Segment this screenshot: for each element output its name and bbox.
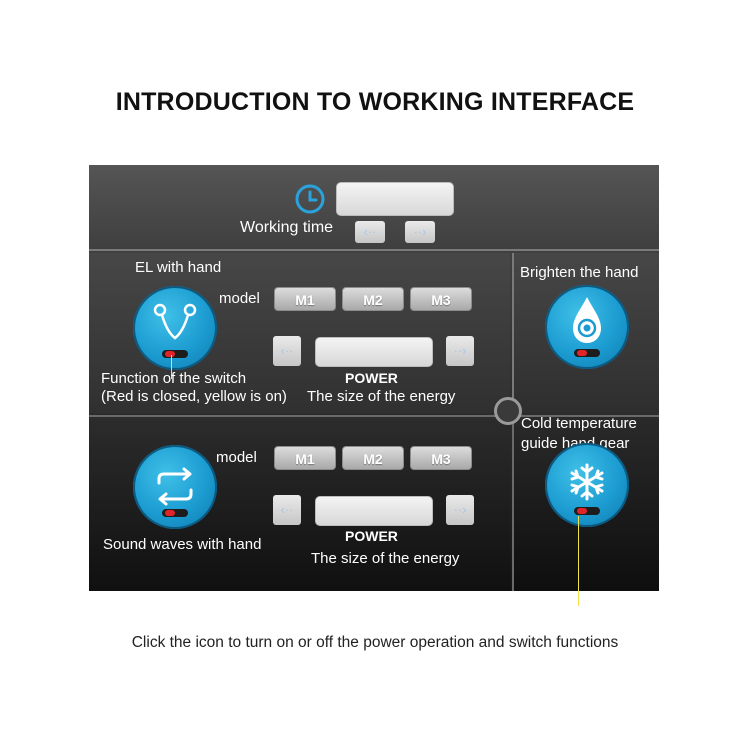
sound-power-label: POWER (345, 528, 398, 544)
page-title: INTRODUCTION TO WORKING INTERFACE (115, 88, 635, 116)
time-decrease-button[interactable]: ‹·· (355, 221, 385, 243)
el-power-display (315, 337, 433, 367)
sound-model-label: model (216, 449, 257, 466)
footer-note: Click the icon to turn on or off the pow… (131, 634, 619, 651)
cold-gear-button[interactable] (545, 443, 629, 527)
working-time-label: Working time (240, 219, 334, 236)
cycle-arrows-icon (157, 467, 193, 506)
cold-callout-line (578, 516, 579, 606)
el-section-label: EL with hand (135, 259, 222, 276)
sound-power-decrease-button[interactable]: ‹·· (273, 495, 301, 525)
sound-mode-m3-button[interactable]: M3 (410, 446, 472, 470)
snowflake-icon (570, 463, 604, 501)
brighten-hand-button[interactable] (545, 285, 629, 369)
sound-mode-m2-button[interactable]: M2 (342, 446, 404, 470)
bright-section-label: Brighten the hand (520, 264, 639, 281)
panel-center-ring (494, 397, 522, 425)
droplet-icon (573, 297, 601, 343)
cold-switch-indicator (574, 507, 600, 515)
el-switch-indicator (162, 350, 188, 358)
el-energy-label: The size of the energy (307, 388, 456, 405)
el-hand-button[interactable] (133, 286, 217, 370)
sound-power-display (315, 496, 433, 526)
sound-hand-button[interactable] (133, 445, 217, 529)
time-increase-button[interactable]: ··› (405, 221, 435, 243)
cold-section-label: Cold temperature (521, 415, 637, 432)
sound-switch-indicator (162, 509, 188, 517)
el-power-decrease-button[interactable]: ‹·· (273, 336, 301, 366)
sound-mode-m1-button[interactable]: M1 (274, 446, 336, 470)
el-power-label: POWER (345, 370, 398, 386)
working-time-display (336, 182, 454, 216)
clock-icon (294, 183, 326, 220)
sound-section-label: Sound waves with hand (103, 536, 262, 553)
sound-energy-label: The size of the energy (311, 550, 460, 567)
switch-function-note: (Red is closed, yellow is on) (101, 388, 287, 405)
el-mode-m1-button[interactable]: M1 (274, 287, 336, 311)
sound-power-increase-button[interactable]: ··› (446, 495, 474, 525)
bright-switch-indicator (574, 349, 600, 357)
switch-callout-line (171, 355, 172, 379)
electrode-icon (153, 303, 197, 340)
switch-function-label: Function of the switch (101, 370, 247, 387)
el-mode-m3-button[interactable]: M3 (410, 287, 472, 311)
el-power-increase-button[interactable]: ··› (446, 336, 474, 366)
el-mode-m2-button[interactable]: M2 (342, 287, 404, 311)
el-model-label: model (219, 290, 260, 307)
